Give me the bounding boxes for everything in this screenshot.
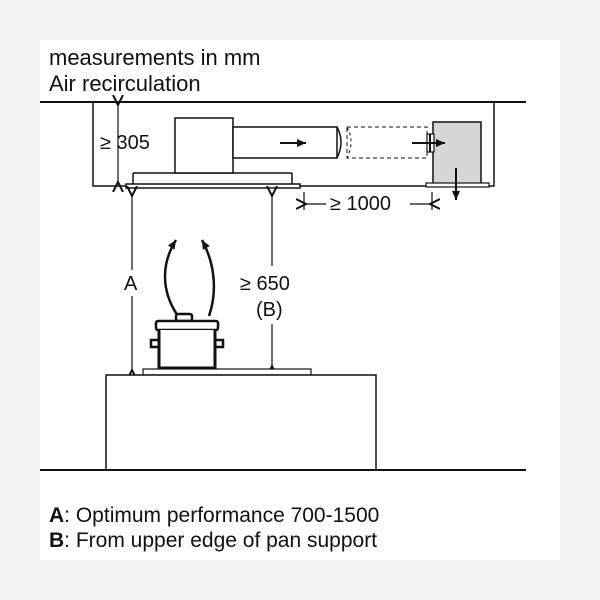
legend-item-a: A: Optimum performance 700-1500: [49, 503, 379, 528]
duct-extension-dashed: [346, 126, 428, 159]
legend-key: A: [49, 504, 65, 527]
steam-arrow-left: [163, 239, 180, 317]
duct-length-label: ≥ 1000: [330, 193, 392, 215]
legend-text: : From upper edge of pan support: [64, 529, 378, 552]
hood-motor-block: [174, 117, 234, 174]
cooking-pot-icon: [149, 312, 225, 370]
steam-arrow-right: [200, 239, 216, 317]
legend-text: : Optimum performance 700-1500: [64, 504, 380, 527]
worktop-cabinet: [105, 374, 377, 471]
hood-canopy: [125, 183, 301, 189]
dimension-a-label: A: [124, 273, 138, 295]
clearance-ref-label: (B): [256, 299, 283, 321]
clearance-min-label: ≥ 650: [240, 273, 290, 295]
units-note: measurements in mm: [49, 45, 261, 70]
mode-title: Air recirculation: [49, 71, 201, 96]
legend-key: B: [49, 529, 65, 552]
pan-support: [142, 368, 312, 376]
legend-item-b: B: From upper edge of pan support: [49, 528, 377, 553]
height-min-label: ≥ 305: [100, 132, 150, 154]
